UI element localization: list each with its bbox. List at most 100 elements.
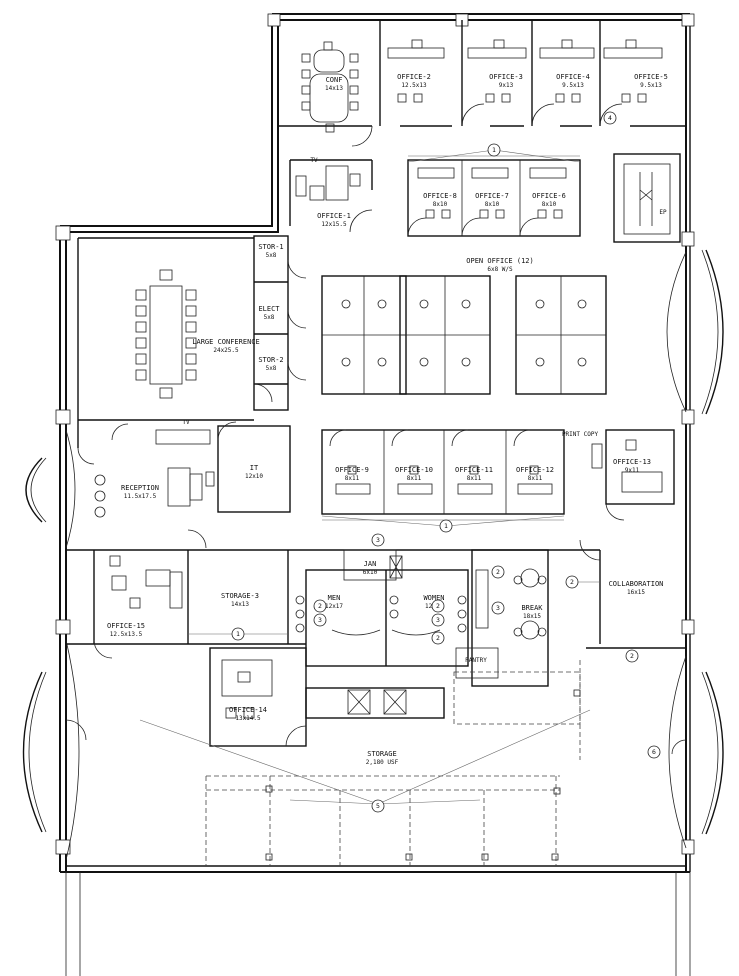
svg-text:3: 3 [496,604,500,612]
tag-2: 2 [313,599,327,613]
svg-text:1: 1 [444,522,448,530]
leader-lines [139,581,600,805]
svg-text:2,180 USF: 2,180 USF [366,759,399,766]
svg-text:8x11: 8x11 [467,475,482,482]
svg-text:8x11: 8x11 [345,475,360,482]
svg-text:JAN: JAN [364,560,377,568]
svg-text:11.5x17.5: 11.5x17.5 [124,493,157,500]
stair-area [613,153,681,243]
svg-text:RECEPTION: RECEPTION [121,484,159,492]
svg-text:OFFICE-8: OFFICE-8 [423,192,457,200]
svg-text:OFFICE-5: OFFICE-5 [634,73,668,81]
svg-text:9x11: 9x11 [625,467,640,474]
svg-text:PRINT COPY: PRINT COPY [562,431,599,438]
svg-text:1: 1 [236,630,240,638]
right-curtain-wall [666,249,724,849]
keynote-tags: 1 1 1 2 2 2 2 2 2 3 3 3 3 4 5 6 [231,111,661,813]
svg-text:13x14.5: 13x14.5 [235,715,261,722]
svg-text:2: 2 [436,634,440,642]
svg-text:6x8 W/S: 6x8 W/S [487,266,513,273]
svg-text:OFFICE-2: OFFICE-2 [397,73,431,81]
svg-text:8x11: 8x11 [528,475,543,482]
tag-2: 2 [431,599,445,613]
svg-text:OFFICE-14: OFFICE-14 [229,706,267,714]
tag-5: 5 [371,799,385,813]
tag-3: 3 [313,613,327,627]
tag-4: 4 [603,111,617,125]
svg-text:8x10: 8x10 [542,201,557,208]
label-pantry: PANTRY [465,657,487,664]
tag-3: 3 [491,601,505,615]
svg-text:IT: IT [250,464,259,472]
svg-text:STOR-1: STOR-1 [258,243,283,251]
svg-text:24x25.5: 24x25.5 [213,347,239,354]
top-offices-furniture [295,39,663,201]
svg-text:6x10: 6x10 [363,569,378,576]
tag-6: 6 [647,745,661,759]
svg-text:12.5x13: 12.5x13 [401,82,427,89]
svg-text:2: 2 [496,568,500,576]
svg-text:3: 3 [376,536,380,544]
svg-text:18x15: 18x15 [523,613,541,620]
svg-text:WOMEN: WOMEN [423,594,444,602]
svg-text:STORAGE: STORAGE [367,750,397,758]
tv-label-2: TV [182,419,190,426]
label-print-copy: PRINT COPY [562,431,599,438]
storage-markers [265,689,581,861]
svg-text:OFFICE-12: OFFICE-12 [516,466,554,474]
svg-text:1: 1 [492,146,496,154]
svg-text:STOR-2: STOR-2 [258,356,283,364]
svg-text:5x8: 5x8 [266,252,277,259]
svg-text:OFFICE-9: OFFICE-9 [335,466,369,474]
label-office-5: OFFICE-59.5x13 [634,73,668,89]
svg-text:12x17: 12x17 [325,603,343,610]
lower-walls [65,529,687,866]
svg-text:12x15.5: 12x15.5 [321,221,347,228]
svg-text:5x8: 5x8 [264,314,275,321]
svg-text:14x13: 14x13 [325,85,343,92]
svg-text:LARGE CONFERENCE: LARGE CONFERENCE [192,338,259,346]
building-shell [55,13,695,976]
tag-2: 2 [431,631,445,645]
service-rooms [253,235,307,411]
tag-1: 1 [487,143,501,157]
tag-3: 3 [431,613,445,627]
svg-text:14x13: 14x13 [231,601,249,608]
svg-text:8x11: 8x11 [407,475,422,482]
svg-text:COLLABORATION: COLLABORATION [609,580,664,588]
svg-text:8x10: 8x10 [485,201,500,208]
label-office-2: OFFICE-212.5x13 [397,73,431,89]
svg-text:12x10: 12x10 [245,473,263,480]
tag-3: 3 [371,533,385,547]
ep-label: EP [659,209,667,216]
svg-text:ELECT: ELECT [258,305,280,313]
svg-text:4: 4 [608,114,612,122]
svg-text:CONF: CONF [326,76,343,84]
svg-text:9x13: 9x13 [499,82,514,89]
tag-2: 2 [625,649,639,663]
svg-text:2: 2 [570,578,574,586]
tag-2: 2 [565,575,579,589]
svg-text:6: 6 [652,748,656,756]
svg-text:3: 3 [318,616,322,624]
svg-text:2: 2 [630,652,634,660]
